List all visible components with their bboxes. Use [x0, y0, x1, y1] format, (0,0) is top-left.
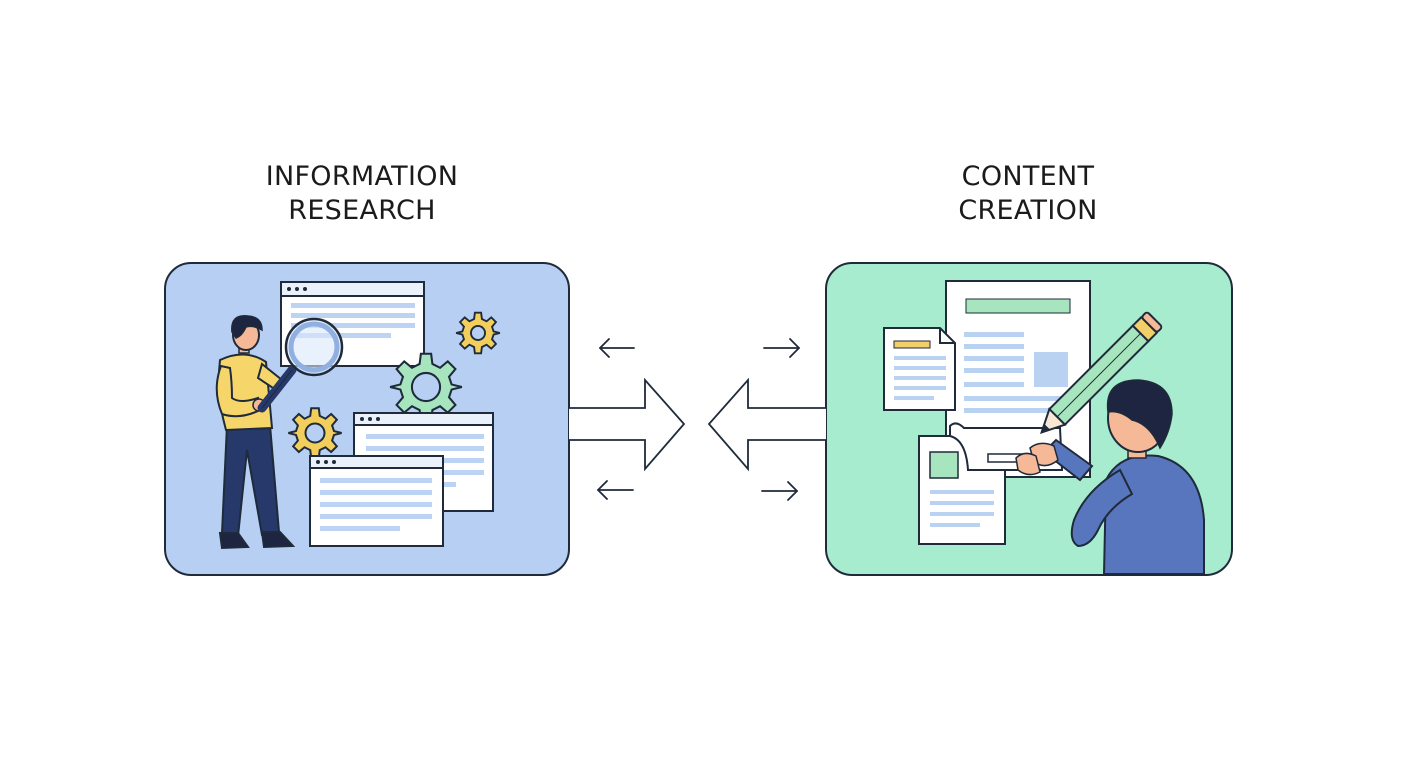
arrow-icon [761, 481, 798, 501]
heading-information-research: INFORMATION RESEARCH [182, 160, 542, 228]
panel-content-creation [825, 262, 1233, 576]
writer-figure [1015, 379, 1205, 575]
magnifier-icon [257, 317, 344, 413]
heading-right-line1: CONTENT [961, 161, 1095, 192]
heading-right-line2: CREATION [958, 195, 1098, 226]
document-icon [883, 327, 956, 411]
arrow-icon [597, 480, 634, 500]
arrow-icon [569, 377, 686, 472]
heading-left-line1: INFORMATION [265, 161, 459, 192]
gear-icon [389, 352, 463, 422]
arrow-icon [707, 377, 826, 472]
arrow-icon [763, 338, 800, 358]
small-arrows [597, 338, 800, 501]
gear-icon [455, 311, 501, 355]
researcher-figure [215, 315, 296, 550]
heading-content-creation: CONTENT CREATION [848, 160, 1208, 228]
gear-icon [287, 407, 343, 459]
center-arrows [569, 377, 826, 472]
pencil-icon [1039, 311, 1163, 435]
heading-left-line2: RESEARCH [288, 195, 436, 226]
panel-information-research [164, 262, 570, 576]
arrow-icon [599, 338, 635, 358]
browser-window-icon [309, 455, 444, 547]
